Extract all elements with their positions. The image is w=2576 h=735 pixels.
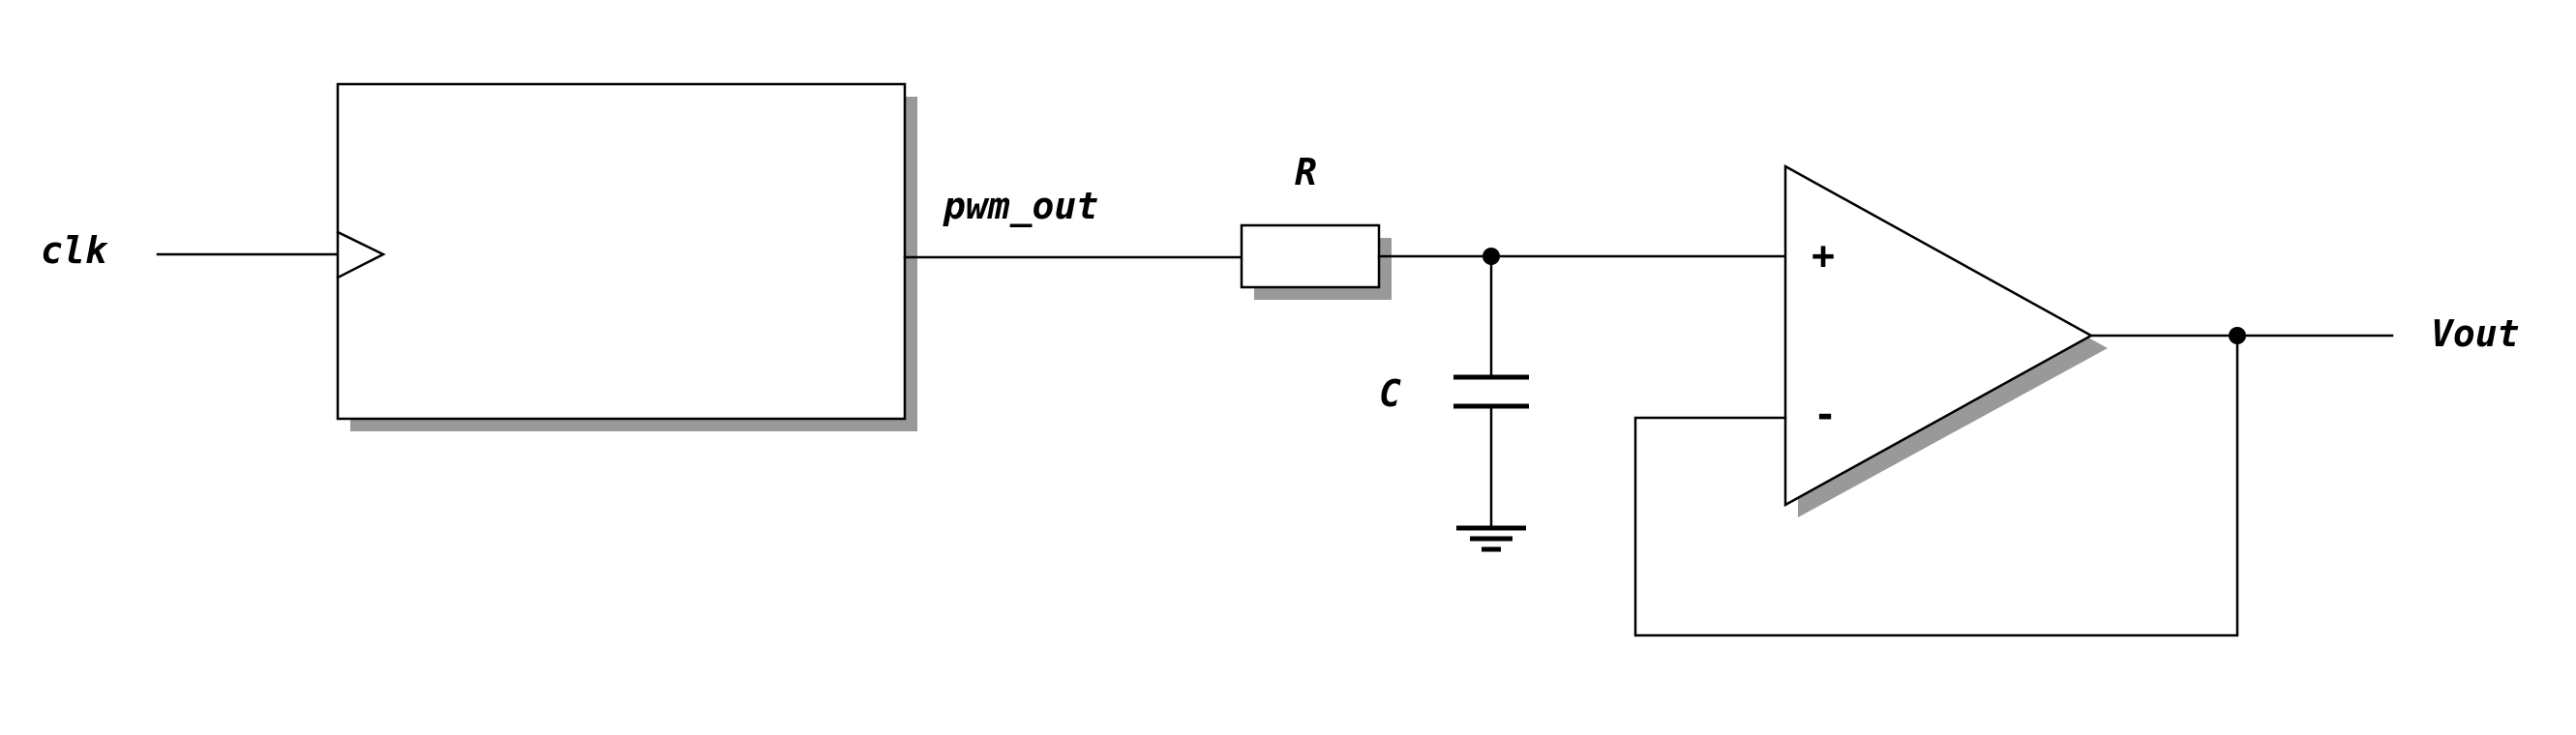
resistor-body bbox=[1240, 223, 1381, 289]
clk-input: clk bbox=[41, 229, 340, 272]
opamp-plus-label: + bbox=[1812, 234, 1835, 279]
vout-label: Vout bbox=[2431, 312, 2520, 355]
pwm-block-body bbox=[336, 82, 907, 421]
pwm-out-label: pwm_out bbox=[943, 185, 1098, 227]
capacitor: C bbox=[1379, 254, 1529, 528]
output-net: Vout bbox=[2089, 312, 2520, 355]
opamp: + - bbox=[1783, 163, 2108, 517]
capacitor-label: C bbox=[1379, 372, 1401, 415]
ground-symbol-icon bbox=[1456, 525, 1526, 552]
resistor-label: R bbox=[1295, 151, 1317, 193]
clk-label: clk bbox=[41, 229, 109, 272]
opamp-minus-label: - bbox=[1813, 393, 1837, 437]
feedback-loop bbox=[1633, 334, 2239, 637]
rc-node bbox=[1483, 248, 1787, 265]
pwm-out-net: pwm_out bbox=[903, 185, 1243, 259]
feedback-wire bbox=[1633, 334, 2239, 637]
pwm-generator-block bbox=[336, 82, 917, 431]
clock-input-triangle-icon bbox=[336, 230, 386, 279]
resistor: R bbox=[1240, 151, 1493, 300]
opamp-body bbox=[1783, 163, 2094, 508]
